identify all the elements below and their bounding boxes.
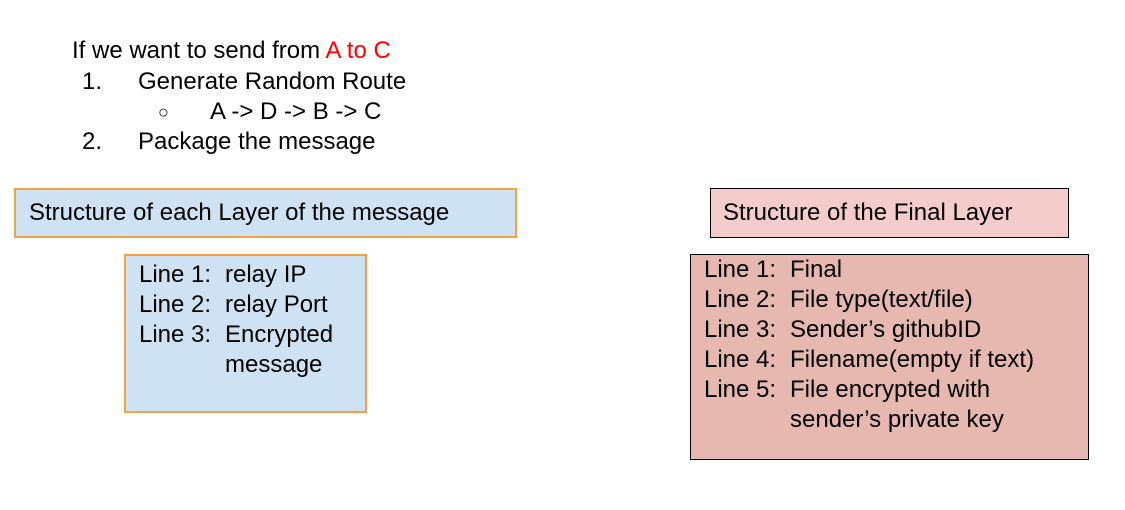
line-label — [139, 350, 225, 380]
line-label: Line 2: — [139, 291, 212, 318]
layer-structure-header: Structure of each Layer of the message — [14, 188, 517, 238]
route-bullet-icon: ○ — [158, 102, 169, 122]
final-line-row: Line 5: File encrypted with — [704, 375, 1088, 405]
final-layer-box: Line 1: Final Line 2: File type(text/fil… — [690, 254, 1089, 460]
line-value: Sender’s githubID — [790, 316, 982, 343]
intro-prefix: If we want to send from — [72, 37, 326, 64]
line-label: Line 1: — [704, 256, 777, 283]
step-1-text: Generate Random Route — [138, 68, 407, 95]
line-value: message — [225, 351, 323, 378]
line-value: Encrypted — [225, 321, 334, 348]
route-text: A -> D -> B -> C — [210, 98, 382, 125]
layer-line-row: Line 2: relay Port — [139, 290, 365, 320]
line-value: sender’s private key — [790, 406, 1004, 433]
line-value: Final — [790, 256, 843, 283]
layer-structure-title: Structure of each Layer of the message — [29, 199, 450, 226]
layer-line-row: Line 1: relay IP — [139, 260, 365, 290]
line-value: Filename(empty if text) — [790, 346, 1035, 373]
line-value: relay IP — [225, 261, 307, 288]
final-line-row: sender’s private key — [704, 405, 1088, 435]
final-line-row: Line 1: Final — [704, 255, 1088, 285]
line-label: Line 2: — [704, 286, 777, 313]
intro-text: If we want to send from A to C — [72, 36, 391, 66]
line-label: Line 4: — [704, 346, 777, 373]
step-1-number: 1. — [82, 68, 103, 95]
line-label: Line 1: — [139, 261, 212, 288]
line-label: Line 5: — [704, 376, 777, 403]
layer-line-row: Line 3: Encrypted — [139, 320, 365, 350]
final-layer-header: Structure of the Final Layer — [710, 188, 1069, 238]
step-2-number: 2. — [82, 128, 103, 155]
line-label: Line 3: — [139, 321, 212, 348]
final-line-row: Line 2: File type(text/file) — [704, 285, 1088, 315]
step-2-text: Package the message — [138, 128, 376, 155]
layer-line-row: message — [139, 350, 365, 380]
line-label — [704, 405, 790, 435]
final-line-row: Line 3: Sender’s githubID — [704, 315, 1088, 345]
intro-highlight: A to C — [325, 37, 391, 64]
final-layer-title: Structure of the Final Layer — [723, 199, 1013, 226]
line-value: File encrypted with — [790, 376, 991, 403]
layer-structure-box: Line 1: relay IP Line 2: relay Port Line… — [124, 254, 367, 413]
line-value: File type(text/file) — [790, 286, 973, 313]
line-value: relay Port — [225, 291, 328, 318]
line-label: Line 3: — [704, 316, 777, 343]
final-line-row: Line 4: Filename(empty if text) — [704, 345, 1088, 375]
